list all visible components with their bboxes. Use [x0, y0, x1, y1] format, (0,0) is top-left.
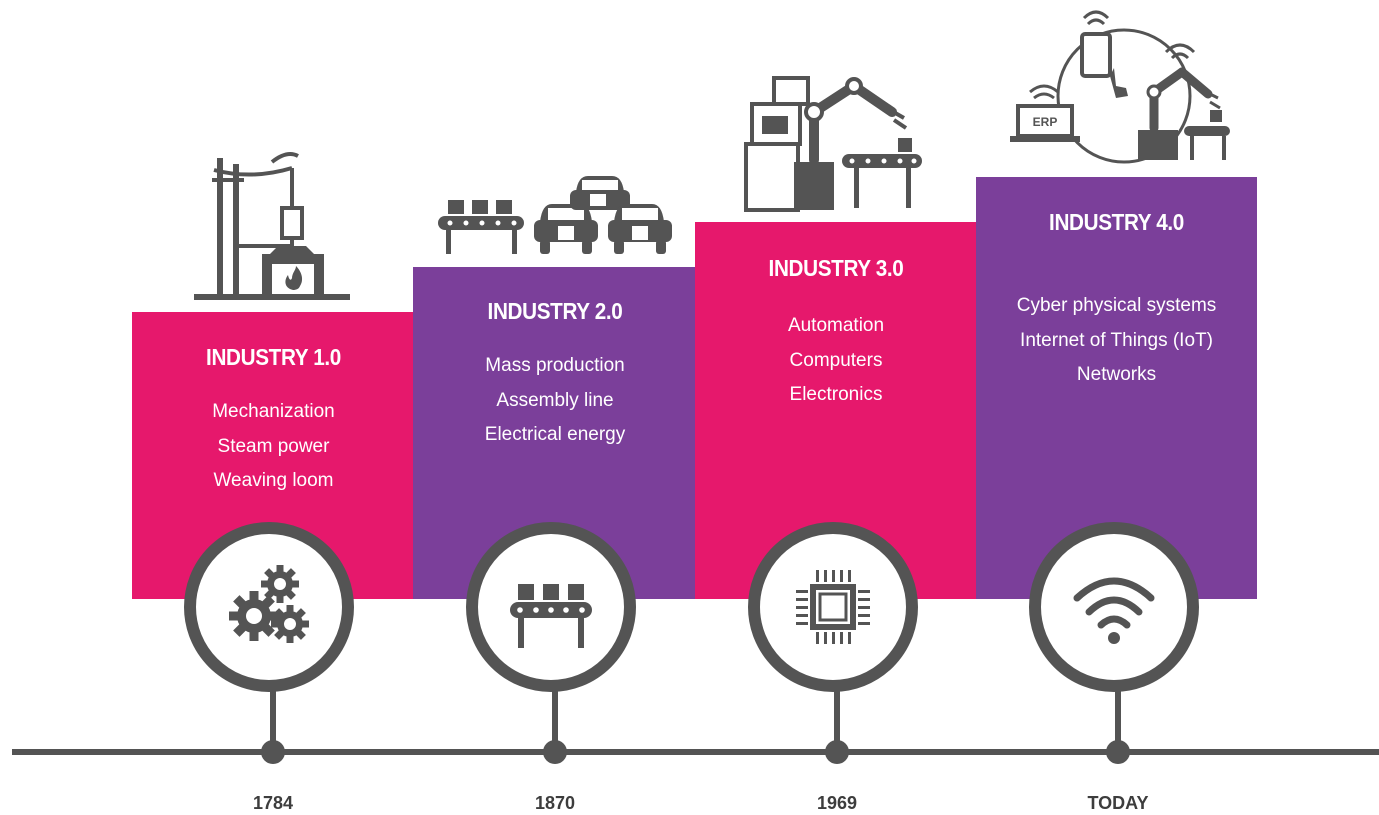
wifi-icon — [1073, 577, 1155, 644]
stage-item: Electronics — [789, 384, 883, 405]
robot-arm-computer-icon — [744, 76, 922, 212]
stage-items: Mass production Assembly line Electrical… — [413, 349, 697, 453]
stage-icon-circle — [748, 522, 918, 692]
steam-engine-icon — [194, 152, 350, 300]
timeline-dot — [1106, 740, 1130, 764]
microchip-icon — [796, 570, 870, 644]
stage-item: Electrical energy — [484, 424, 626, 445]
conveyor-belt-icon — [510, 584, 592, 648]
stage-item: Weaving loom — [213, 470, 334, 491]
stage-items: Mechanization Steam power Weaving loom — [132, 395, 415, 499]
stage-item: Computers — [789, 349, 883, 371]
timeline-dot — [543, 740, 567, 764]
connected-erp-robot-icon: ERP — [1010, 10, 1230, 164]
stage-item: Automation — [787, 315, 885, 336]
timeline-stem — [552, 690, 558, 752]
gears-icon — [229, 565, 309, 643]
stage-item: Cyber physical systems — [1016, 295, 1217, 316]
year-label: 1870 — [534, 793, 576, 813]
assembly-line-cars-icon — [438, 176, 672, 254]
stage-item: Mechanization — [212, 401, 335, 422]
timeline-axis — [12, 749, 1379, 755]
year-label: 1969 — [816, 793, 858, 813]
stage-icon-circle — [184, 522, 354, 692]
year-label: 1784 — [252, 793, 294, 813]
stage-item: Mass production — [485, 355, 625, 376]
timeline-stem — [1115, 690, 1121, 752]
stage-item: Assembly line — [496, 389, 614, 411]
timeline-dot — [261, 740, 285, 764]
stage-item: Steam power — [217, 435, 330, 457]
stage-items: Automation Computers Electronics — [695, 309, 977, 413]
year-label: TODAY — [1087, 793, 1149, 813]
stage-items: Cyber physical systems Internet of Thing… — [976, 289, 1257, 393]
stage-title: INDUSTRY 4.0 — [1049, 209, 1184, 235]
stage-item: Internet of Things (IoT) — [1020, 329, 1213, 351]
stage-title: INDUSTRY 3.0 — [768, 255, 904, 281]
stage-title: INDUSTRY 1.0 — [206, 344, 341, 370]
stage-icon-circle — [466, 522, 636, 692]
timeline-dot — [825, 740, 849, 764]
stage-title: INDUSTRY 2.0 — [487, 298, 623, 324]
erp-label: ERP — [1033, 115, 1058, 129]
stage-icon-circle — [1029, 522, 1199, 692]
timeline-stem — [834, 690, 840, 752]
stage-item: Networks — [1076, 364, 1157, 385]
timeline-stem — [270, 690, 276, 752]
